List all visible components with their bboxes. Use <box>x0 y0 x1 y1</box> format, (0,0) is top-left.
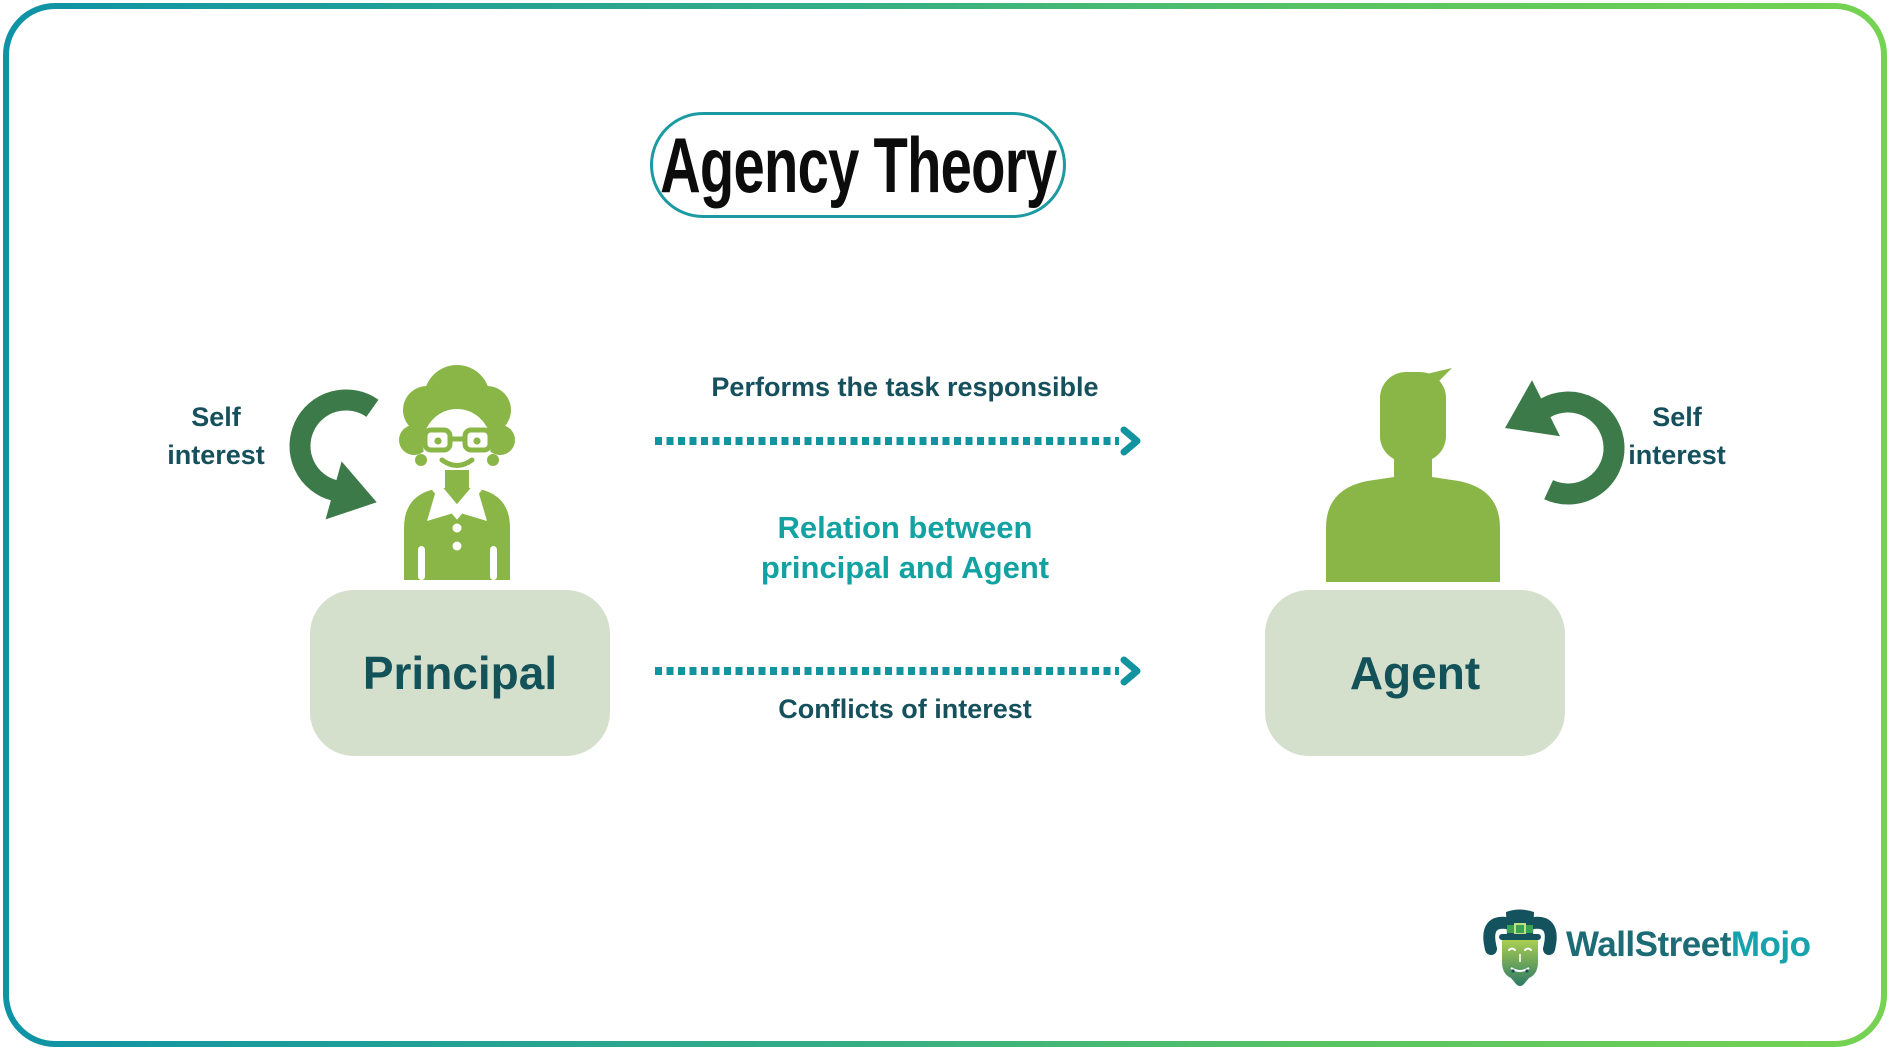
agent-label: Agent <box>1349 647 1481 699</box>
page-title: Agency Theory <box>659 120 1057 209</box>
self-interest-line1: Self <box>191 402 241 432</box>
self-interest-line2: interest <box>167 440 265 470</box>
conflicts-label: Conflicts of interest <box>778 694 1032 724</box>
principal-box: Principal <box>310 590 610 756</box>
brand-wordmark: WallStreetMojo <box>1566 925 1811 965</box>
wallstreetmojo-bull-icon <box>1483 909 1557 986</box>
self-interest-cycle-arrow-left <box>289 389 379 520</box>
brand-primary-text: WallStreet <box>1566 925 1731 964</box>
self-interest-line2: interest <box>1628 440 1726 470</box>
self-interest-line1: Self <box>1652 402 1702 432</box>
relation-label: Relation between principal and Agent <box>655 508 1155 588</box>
brand-logo: WallStreetMojo <box>1483 903 1811 987</box>
dotted-arrow-top <box>655 426 1142 456</box>
self-interest-cycle-arrow-right <box>1505 380 1625 505</box>
dotted-line <box>655 437 1119 445</box>
dotted-line <box>655 667 1119 675</box>
arrowhead-chevron-icon <box>1120 656 1141 686</box>
dotted-arrow-bottom <box>655 656 1142 686</box>
agent-person-icon <box>1326 368 1500 582</box>
relation-line1: Relation between <box>777 510 1033 545</box>
relation-line2: principal and Agent <box>760 550 1050 585</box>
agent-self-interest-label: Self interest <box>1577 398 1777 474</box>
performs-task-label: Performs the task responsible <box>711 372 1099 402</box>
principal-label: Principal <box>362 647 558 699</box>
brand-accent-text: Mojo <box>1730 925 1811 964</box>
arrowhead-chevron-icon <box>1120 426 1141 456</box>
principal-self-interest-label: Self interest <box>116 398 316 474</box>
principal-person-icon <box>399 365 515 580</box>
agent-box: Agent <box>1265 590 1565 756</box>
title-capsule: Agency Theory <box>650 112 1066 218</box>
